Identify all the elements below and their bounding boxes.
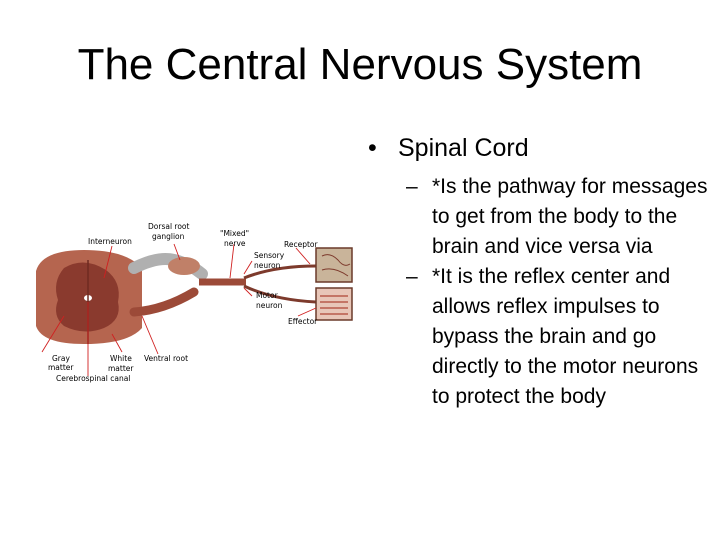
- label-dorsal-root-ganglion-2: ganglion: [152, 232, 185, 241]
- label-gray-matter-1: Gray: [52, 354, 70, 363]
- sub-bullet-marker: –: [406, 265, 418, 288]
- label-receptor: Receptor: [284, 240, 319, 249]
- sub-bullet-text: *It is the reflex center and allows refl…: [432, 265, 699, 408]
- label-gray-matter-2: matter: [48, 363, 74, 372]
- bullet-spinal-cord: • Spinal Cord: [368, 130, 713, 166]
- bullet-text: Spinal Cord: [398, 134, 529, 162]
- label-effector: Effector: [288, 317, 318, 326]
- ventral-root: [129, 287, 199, 317]
- sub-bullet-marker: –: [406, 175, 418, 198]
- dorsal-root-ganglion: [168, 257, 200, 275]
- sub-bullet-reflex: – *It is the reflex center and allows re…: [368, 262, 713, 412]
- label-motor-neuron-1: Motor: [256, 291, 279, 300]
- spinal-cord-reflex-diagram: Interneuron Dorsal root ganglion "Mixed"…: [34, 216, 356, 384]
- label-white-matter-2: matter: [108, 364, 134, 373]
- bullet-marker: •: [368, 134, 377, 162]
- bullet-list: • Spinal Cord – *Is the pathway for mess…: [368, 130, 713, 412]
- label-mixed-nerve-1: "Mixed": [220, 229, 249, 238]
- label-mixed-nerve-2: nerve: [224, 239, 246, 248]
- label-white-matter-1: White: [110, 354, 132, 363]
- label-ventral-root: Ventral root: [144, 354, 188, 363]
- label-motor-neuron-2: neuron: [256, 301, 283, 310]
- slide-title: The Central Nervous System: [77, 40, 643, 89]
- sub-bullet-text: *Is the pathway for messages to get from…: [432, 175, 708, 258]
- label-dorsal-root-ganglion-1: Dorsal root: [148, 222, 190, 231]
- motor-neuron-path: [243, 284, 317, 304]
- sub-bullet-pathway: – *Is the pathway for messages to get fr…: [368, 172, 713, 262]
- label-sensory-neuron-2: neuron: [254, 261, 281, 270]
- label-cerebrospinal-canal: Cerebrospinal canal: [56, 374, 130, 383]
- effector-box: [315, 287, 353, 321]
- label-interneuron: Interneuron: [88, 237, 132, 246]
- label-sensory-neuron-1: Sensory: [254, 251, 285, 260]
- sensory-neuron-path: [243, 264, 317, 280]
- spinal-cord-cross-section: [34, 242, 356, 352]
